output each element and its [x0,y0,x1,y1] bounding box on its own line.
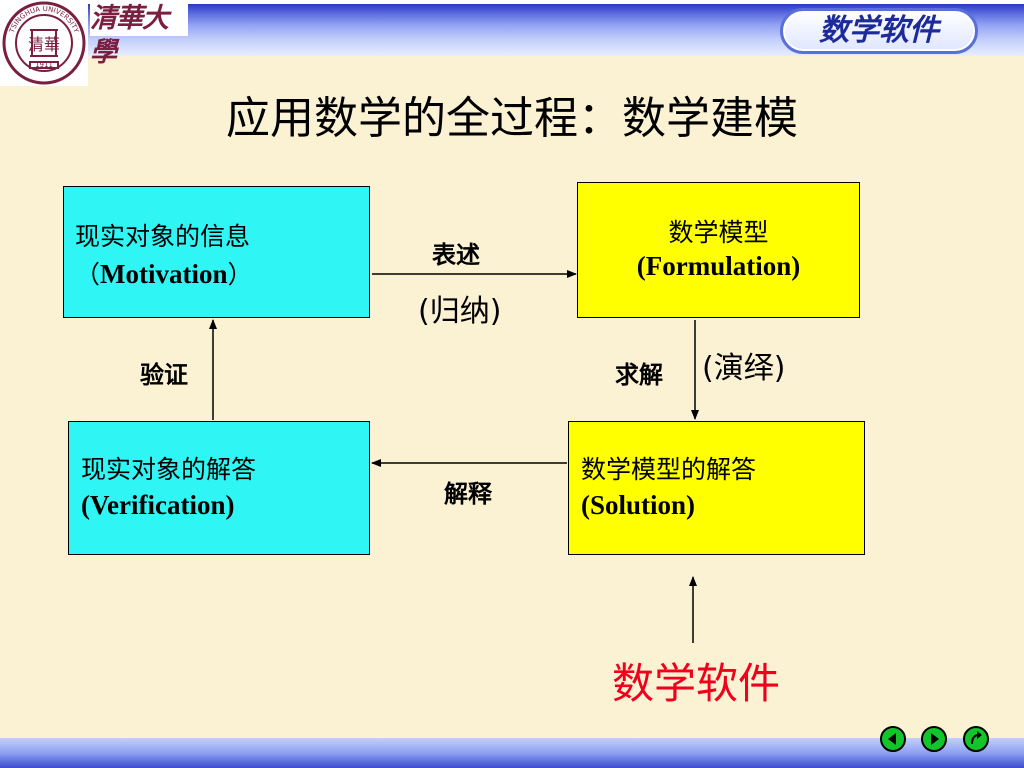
return-button[interactable] [963,726,989,752]
slide-title: 应用数学的全过程：数学建模 [226,93,798,144]
logo-seal-chars: 清華 [28,35,60,54]
math-software-label: 数学软件 [612,659,781,708]
motivation-box: 现实对象的信息 （Motivation） [63,186,370,318]
solution-label: 数学模型的解答 [581,455,757,484]
brand-pill: 数学软件 [780,8,978,54]
motivation-close-paren: ） [227,260,253,289]
motivation-english: Motivation [100,259,228,289]
motivation-label: 现实对象的信息 [75,222,251,251]
induction-label: (归纳) [418,294,502,329]
formulation-box: 数学模型 (Formulation) [577,182,860,318]
university-seal-icon: 清華 1911 TSINGHUA UNIVERSITY [2,1,86,85]
left-arrow-icon [888,733,896,745]
prev-button[interactable] [880,726,906,752]
verify-label: 验证 [140,361,188,389]
verification-box: 现实对象的解答 (Verification) [68,421,370,555]
formulation-english: (Formulation) [636,251,801,281]
formulation-label: 数学模型 [668,218,769,247]
solution-box: 数学模型的解答 (Solution) [568,421,865,555]
university-name: 清華大學 [90,2,188,68]
solution-english: (Solution) [581,490,696,520]
verification-label: 现实对象的解答 [81,455,257,484]
footer-band [0,738,1024,768]
interpret-label: 解释 [444,480,492,508]
solve-label: 求解 [615,361,663,389]
express-label: 表述 [432,241,480,269]
motivation-open-paren: （ [75,260,101,289]
right-arrow-icon [931,733,939,745]
logo-year: 1911 [35,61,53,69]
brand-pill-label: 数学软件 [819,13,939,48]
verification-english: (Verification) [81,490,235,520]
university-logo: 清華 1911 TSINGHUA UNIVERSITY [0,0,88,86]
deduction-label: (演绎) [702,351,786,386]
return-arrow-icon [971,731,982,745]
next-button[interactable] [921,726,947,752]
